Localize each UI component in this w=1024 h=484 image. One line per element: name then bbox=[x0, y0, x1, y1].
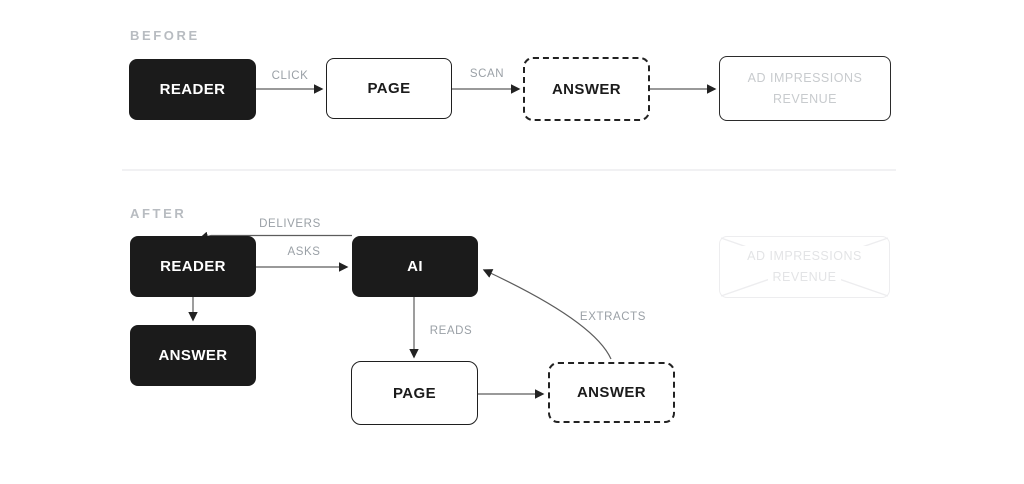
before-reader-label: READER bbox=[159, 81, 226, 98]
before-answer-label: ANSWER bbox=[551, 80, 622, 98]
edge-label-reads: READS bbox=[429, 325, 473, 337]
after-reader-label: READER bbox=[160, 258, 226, 275]
before-ad-line1: AD IMPRESSIONS bbox=[747, 70, 863, 85]
after-ai-node: AI bbox=[352, 236, 478, 297]
before-answer-node: ANSWER bbox=[523, 57, 650, 121]
edge-label-scan: SCAN bbox=[469, 68, 505, 80]
before-ad-line2: REVENUE bbox=[773, 91, 837, 106]
section-label-after: AFTER bbox=[130, 206, 187, 221]
before-page-node: PAGE bbox=[326, 58, 452, 119]
arrow-answer-extracts-ai bbox=[482, 269, 612, 360]
edge-label-extracts: EXTRACTS bbox=[579, 311, 647, 323]
edge-label-click: CLICK bbox=[271, 70, 309, 82]
edge-label-delivers: DELIVERS bbox=[259, 218, 321, 230]
after-ad-line1: AD IMPRESSIONS bbox=[742, 246, 867, 267]
after-ad-revenue-node-crossed: AD IMPRESSIONS REVENUE bbox=[719, 236, 890, 298]
after-reader-node: READER bbox=[130, 236, 256, 297]
edge-label-asks: ASKS bbox=[287, 246, 321, 258]
before-page-label: PAGE bbox=[367, 80, 411, 97]
after-answer-label: ANSWER bbox=[158, 347, 228, 364]
after-page-node: PAGE bbox=[351, 361, 478, 425]
after-page-label: PAGE bbox=[393, 384, 436, 402]
section-divider bbox=[122, 169, 896, 171]
after-answer-extracted-node: ANSWER bbox=[548, 362, 675, 423]
section-label-before: BEFORE bbox=[130, 28, 200, 43]
before-reader-node: READER bbox=[129, 59, 256, 120]
after-answer-node: ANSWER bbox=[130, 325, 256, 386]
after-ai-label: AI bbox=[407, 258, 423, 275]
after-ad-line2: REVENUE bbox=[767, 267, 842, 288]
after-answer-extracted-label: ANSWER bbox=[576, 384, 647, 401]
before-ad-revenue-node: AD IMPRESSIONS REVENUE bbox=[719, 56, 891, 121]
